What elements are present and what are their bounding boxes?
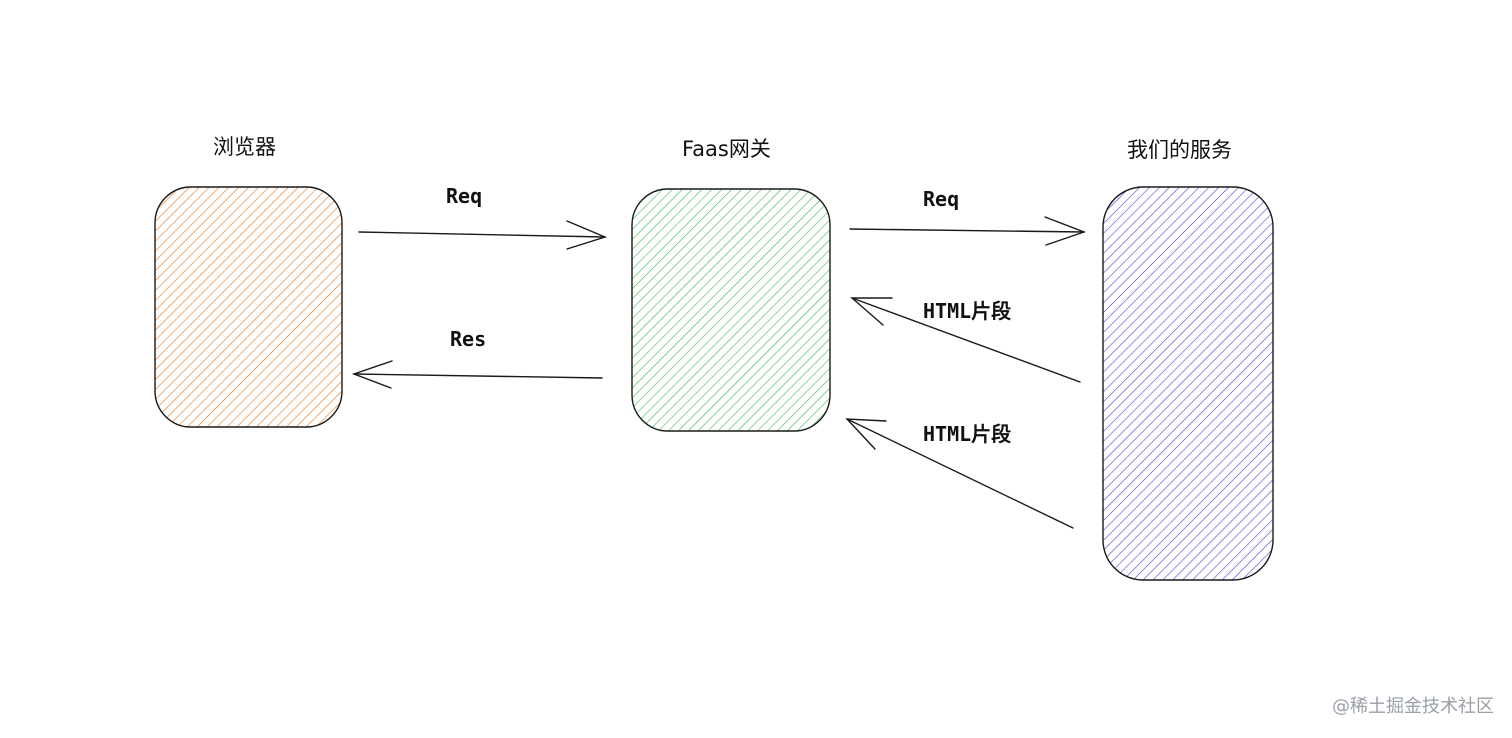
req-label-browser-gateway: Req [446, 184, 483, 208]
html-fragment-label-upper: HTML片段 [923, 299, 1012, 323]
arrow-gateway-to-browser [351, 360, 603, 389]
arrow-service-to-gateway-lower [845, 418, 1074, 529]
arrow-gateway-to-service [849, 216, 1087, 246]
res-label-gateway-browser: Res [450, 327, 487, 351]
service-box [1102, 186, 1274, 581]
service-title: 我们的服务 [1127, 138, 1232, 162]
gateway-title: Faas网关 [682, 137, 771, 161]
arrow-browser-to-gateway [358, 220, 608, 250]
browser-box [154, 186, 343, 428]
html-fragment-label-lower: HTML片段 [923, 422, 1012, 446]
gateway-box [631, 188, 831, 432]
arrow-service-to-gateway-upper [850, 297, 1081, 383]
req-label-gateway-service: Req [923, 187, 960, 211]
browser-title: 浏览器 [213, 135, 276, 159]
watermark-text: @稀土掘金技术社区 [1332, 696, 1494, 717]
